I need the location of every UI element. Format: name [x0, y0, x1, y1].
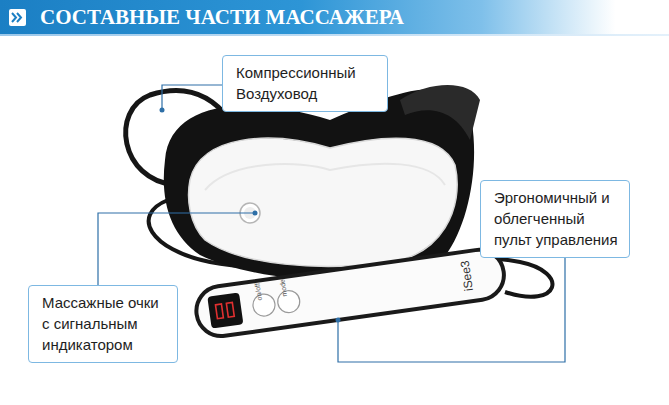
leader-line [162, 85, 222, 108]
glasses-body [189, 138, 458, 266]
title-icon-arrows [12, 13, 21, 22]
strap-end [400, 85, 480, 140]
leader-dot [160, 108, 165, 113]
callout-text: Компрессионный Воздуховод [236, 62, 377, 104]
leader-dot [336, 318, 341, 323]
callout-text: Массажные очки с сигнальным индикатором [42, 292, 167, 355]
glasses-strap [164, 89, 474, 281]
callout-box: Массажные очки с сигнальным индикатором [28, 285, 178, 363]
title-underline [0, 34, 669, 36]
leader-line [338, 258, 565, 362]
callout-text: Эргономичный и облегченный пульт управле… [494, 187, 619, 250]
title-icon [9, 9, 26, 26]
callout-box: Компрессионный Воздуховод [222, 55, 388, 112]
remote-body [193, 247, 507, 340]
leader-dot [253, 211, 258, 216]
display-digits [215, 302, 234, 318]
remote-display [207, 292, 243, 328]
callout-box: Эргономичный и облегченный пульт управле… [480, 180, 630, 258]
leader-line [98, 213, 255, 285]
title: СОСТАВНЫЕ ЧАСТИ МАССАЖЕРА [40, 5, 404, 30]
body-highlight [205, 164, 445, 190]
